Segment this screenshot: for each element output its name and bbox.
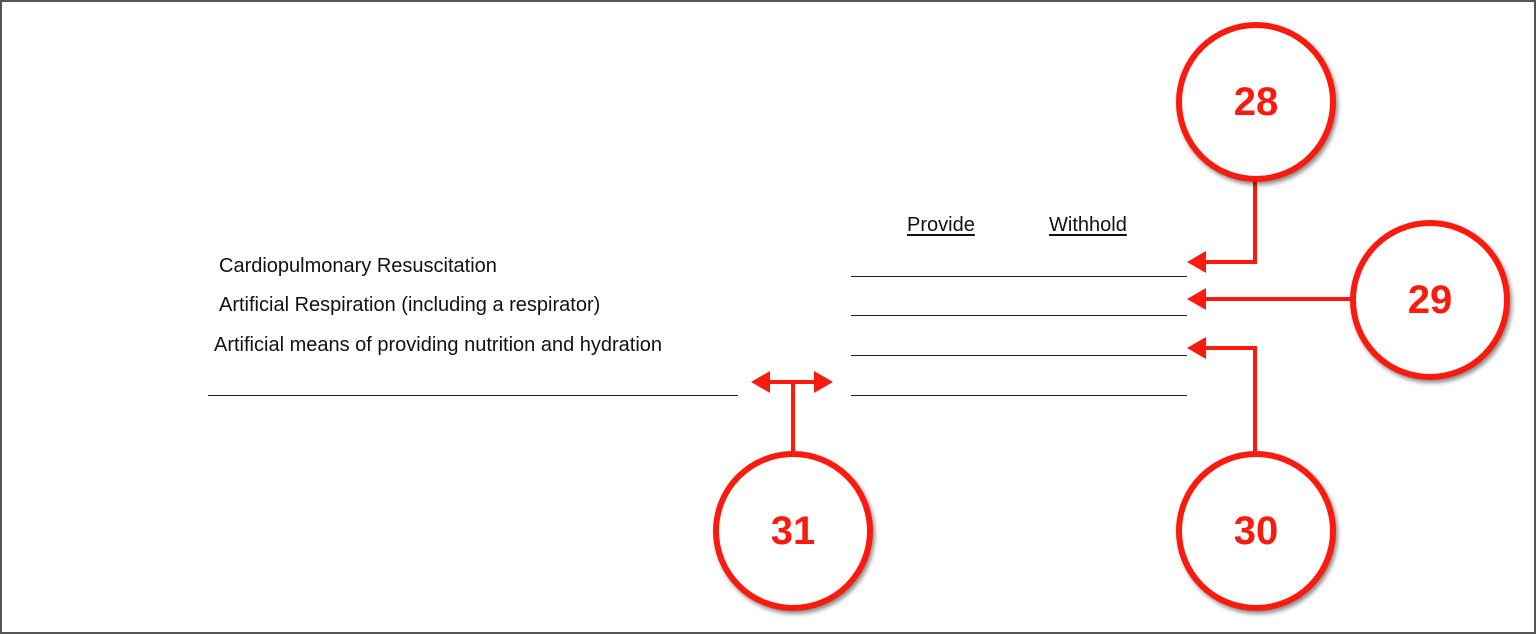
row-3-blank[interactable] xyxy=(851,355,1187,356)
arrow-29-head-icon xyxy=(1187,288,1206,310)
callout-31-number: 31 xyxy=(770,509,816,553)
row-1-blank[interactable] xyxy=(851,276,1187,277)
callout-30: 30 xyxy=(1176,451,1336,611)
arrow-30-line xyxy=(1200,346,1257,452)
callout-29: 29 xyxy=(1350,220,1510,380)
arrow-28-head-icon xyxy=(1187,251,1206,273)
row-4-blank[interactable] xyxy=(851,395,1187,396)
column-header-provide: Provide xyxy=(907,214,975,236)
arrow-31-right-head-icon xyxy=(814,371,833,393)
callout-29-number: 29 xyxy=(1407,278,1453,322)
row-label-cpr: Cardiopulmonary Resuscitation xyxy=(219,255,497,277)
callout-28: 28 xyxy=(1176,22,1336,182)
arrow-28-line xyxy=(1200,178,1257,264)
callout-30-number: 30 xyxy=(1233,509,1279,553)
callout-31: 31 xyxy=(713,451,873,611)
arrow-31-left-head-icon xyxy=(751,371,770,393)
custom-treatment-blank[interactable] xyxy=(208,395,738,396)
row-2-blank[interactable] xyxy=(851,315,1187,316)
column-header-withhold: Withhold xyxy=(1049,214,1127,236)
row-label-artificial-respiration: Artificial Respiration (including a resp… xyxy=(219,294,601,316)
row-label-nutrition-hydration: Artificial means of providing nutrition … xyxy=(214,334,663,356)
arrow-30-head-icon xyxy=(1187,337,1206,359)
callout-28-number: 28 xyxy=(1233,80,1279,124)
